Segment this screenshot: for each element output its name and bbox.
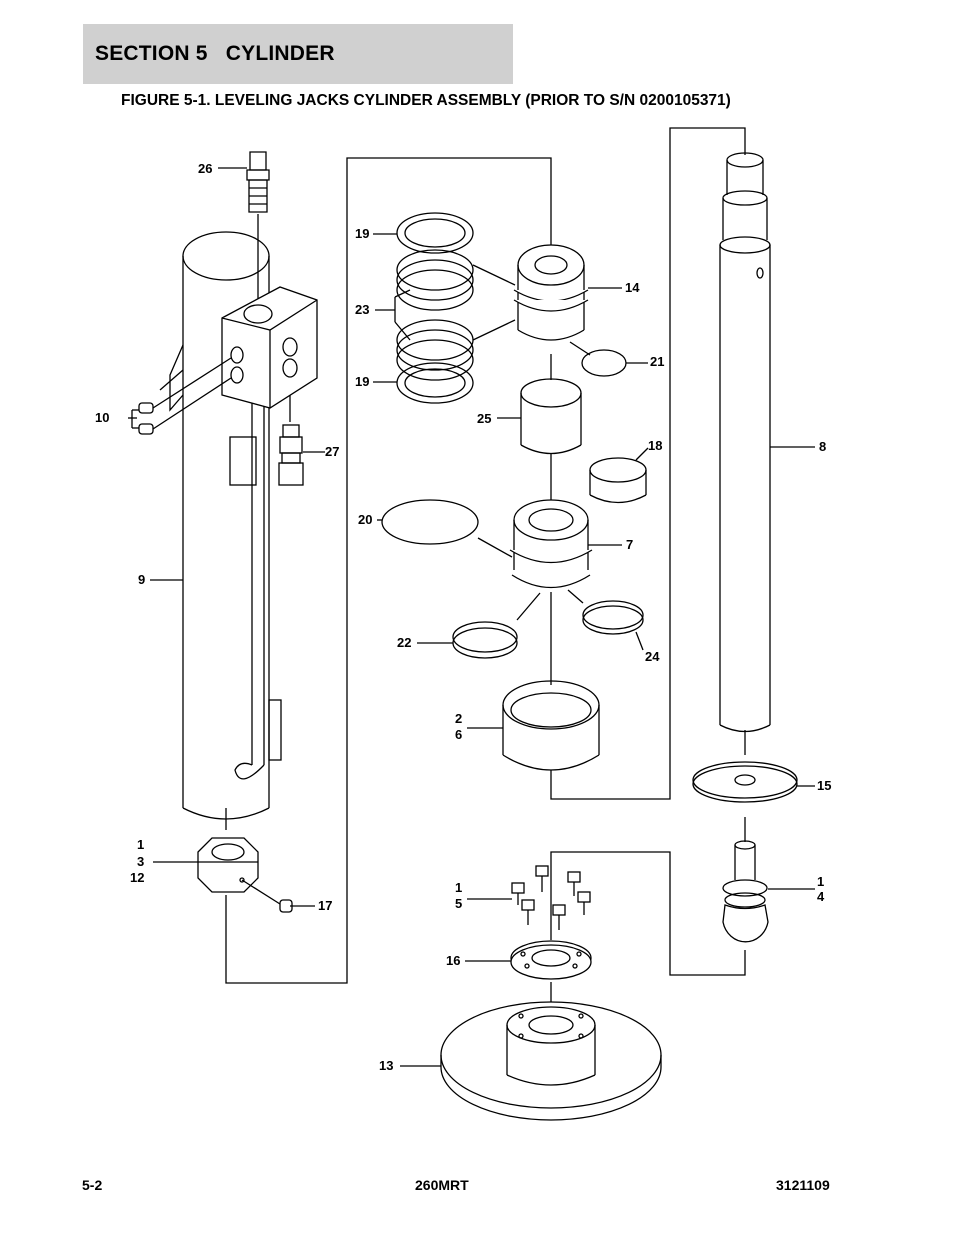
callout-23: 23 — [355, 302, 369, 317]
callout-26: 26 — [198, 161, 212, 176]
section-title: SECTION 5 CYLINDER — [95, 42, 335, 65]
callout-13: 13 — [379, 1058, 393, 1073]
callout-1b: 1 — [817, 874, 824, 889]
callout-19-bottom: 19 — [355, 374, 369, 389]
seal-24 — [567, 589, 644, 635]
section-header: SECTION 5 CYLINDER — [83, 24, 513, 84]
fitting-26 — [246, 151, 270, 213]
bolts-15 — [511, 865, 591, 930]
callout-18: 18 — [648, 438, 662, 453]
plug-17 — [241, 879, 293, 913]
callout-25: 25 — [477, 411, 491, 426]
fitting-27 — [278, 424, 304, 486]
rod-8 — [719, 152, 771, 733]
callout-2: 2 — [455, 711, 462, 726]
figure-title: FIGURE 5-1. LEVELING JACKS CYLINDER ASSE… — [121, 92, 731, 109]
callout-16: 16 — [446, 953, 460, 968]
callout-1c: 1 — [455, 880, 462, 895]
callout-7: 7 — [626, 537, 633, 552]
callout-22: 22 — [397, 635, 411, 650]
callout-17: 17 — [318, 898, 332, 913]
callout-14: 14 — [625, 280, 640, 295]
callout-15: 15 — [817, 778, 831, 793]
callout-5: 5 — [455, 896, 462, 911]
callout-labels: 26 27 10 9 1 3 12 17 19 23 19 14 21 25 1… — [95, 161, 831, 1073]
leader-lines — [128, 167, 815, 1067]
callout-24: 24 — [645, 649, 660, 664]
page-number: 5-2 — [82, 1177, 103, 1193]
callout-12: 12 — [130, 870, 144, 885]
valve-block — [221, 286, 318, 409]
seal-stack — [396, 212, 516, 404]
model-name: 260MRT — [415, 1177, 469, 1193]
document-number: 3121109 — [776, 1177, 830, 1193]
callout-20: 20 — [358, 512, 372, 527]
hex-nut-13 — [197, 837, 259, 893]
seal-22 — [452, 592, 541, 659]
assembly-guide-lines — [225, 127, 746, 1002]
piston-7 — [509, 499, 593, 589]
callout-8: 8 — [819, 439, 826, 454]
cylinder-head-14 — [513, 244, 589, 341]
callout-27: 27 — [325, 444, 339, 459]
callout-4: 4 — [817, 889, 825, 904]
ball-stud-14 — [722, 840, 769, 943]
flange-16 — [510, 940, 592, 980]
base-pad-13 — [440, 1001, 662, 1121]
oring-20 — [381, 499, 479, 545]
cup-26 — [502, 680, 600, 771]
callout-1: 1 — [137, 837, 144, 852]
washer-15 — [692, 761, 798, 803]
callout-10: 10 — [95, 410, 109, 425]
callout-9: 9 — [138, 572, 145, 587]
callout-3: 3 — [137, 854, 144, 869]
fittings-10 — [138, 357, 232, 435]
callout-19-top: 19 — [355, 226, 369, 241]
spacer-25 — [520, 378, 582, 455]
callout-6: 6 — [455, 727, 462, 742]
wear-ring-18 — [589, 457, 647, 504]
callout-21: 21 — [650, 354, 664, 369]
